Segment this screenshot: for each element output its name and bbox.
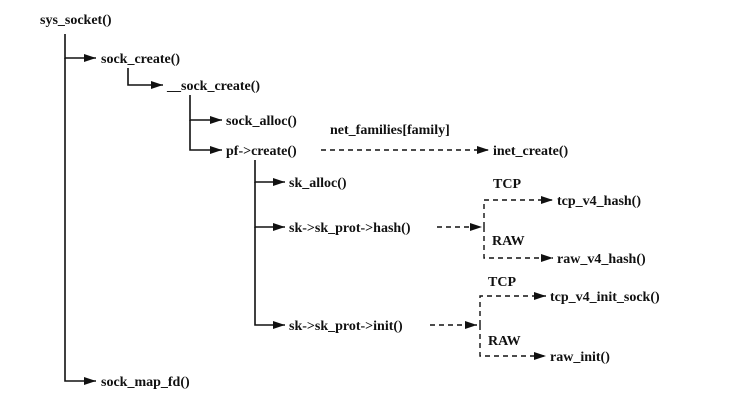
node-sk-prot-hash: sk->sk_prot->hash()	[289, 221, 411, 236]
node-sk-prot-init: sk->sk_prot->init()	[289, 319, 403, 334]
node-pf-create: pf->create()	[226, 144, 297, 159]
connector-__sock-create-to-pf-create	[189, 120, 222, 154]
connector-__sock-create-to-sock-alloc	[189, 95, 222, 124]
connector-sys-socket-to-sock-create	[64, 34, 96, 62]
connector-pf-create-to-sk-prot-init	[254, 227, 285, 329]
node-raw-init: raw_init()	[550, 350, 610, 365]
edge-label-net-families: net_families[family]	[330, 123, 450, 138]
node-sk-alloc: sk_alloc()	[289, 176, 347, 191]
connector-sock-create-to-__sock-create	[127, 68, 163, 89]
node-tcp-v4-init-sock: tcp_v4_init_sock()	[550, 290, 660, 305]
dashed-hash-branch-to-raw-v4-hash	[483, 227, 553, 262]
connector-pf-create-to-sk-prot-hash	[254, 182, 285, 231]
node-sock-alloc: sock_alloc()	[226, 114, 297, 129]
dashed-init-branch-to-tcp-v4-init-sock	[479, 292, 546, 325]
node-sock-map-fd: sock_map_fd()	[101, 375, 190, 390]
edge-label-raw-init: RAW	[488, 334, 521, 349]
connector-pf-create-to-sk-alloc	[254, 160, 285, 186]
edge-label-tcp-hash: TCP	[493, 177, 521, 192]
node-tcp-v4-hash: tcp_v4_hash()	[557, 194, 641, 209]
dashed-init-branch-to-raw-init	[479, 325, 546, 360]
node-inet-create: inet_create()	[493, 144, 568, 159]
connector-sys-socket-to-sock-map-fd	[64, 58, 96, 385]
node-raw-v4-hash: raw_v4_hash()	[557, 252, 646, 267]
node-sys-socket: sys_socket()	[40, 13, 112, 28]
dashed-hash-branch-to-tcp-v4-hash	[483, 196, 553, 227]
node-__sock-create: __sock_create()	[166, 79, 260, 94]
edge-label-raw-hash: RAW	[492, 234, 525, 249]
edge-label-tcp-init: TCP	[488, 275, 516, 290]
node-sock-create: sock_create()	[101, 52, 180, 67]
